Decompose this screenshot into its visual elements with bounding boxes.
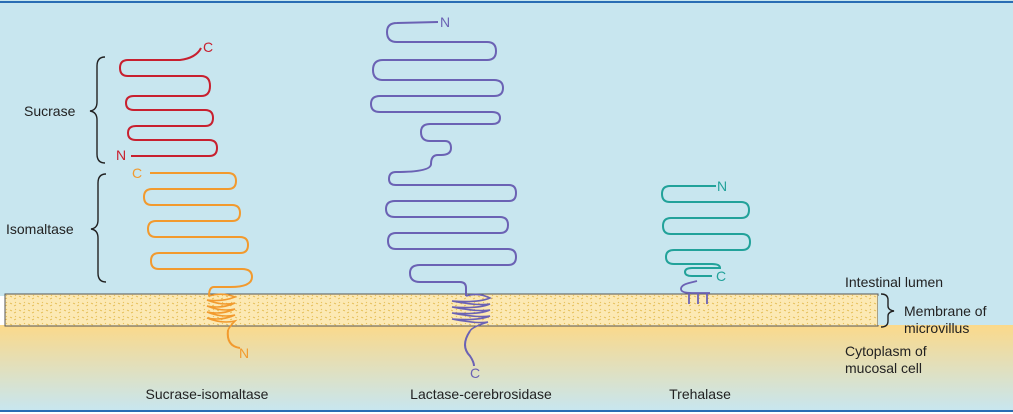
- trehalase-n-terminus: N: [717, 178, 727, 194]
- isomaltase-cytoplasmic-tail: [226, 329, 241, 349]
- cytoplasm-region: [0, 325, 1013, 410]
- membrane-label-line2: microvillus: [904, 320, 969, 336]
- cytoplasm-label-line2: mucosal cell: [845, 360, 922, 376]
- membrane-brace: [880, 293, 895, 328]
- isomaltase-brace: [90, 173, 107, 283]
- sucrase-brace: [89, 56, 106, 164]
- trehalase-chain: [660, 185, 752, 277]
- enzyme-name-sucrase-isomaltase: Sucrase-isomaltase: [146, 386, 269, 402]
- lactase-chain: [369, 21, 518, 296]
- lactase-c-terminus: C: [470, 365, 480, 381]
- isomaltase-c-terminus: C: [132, 165, 142, 181]
- intestinal-lumen-label: Intestinal lumen: [845, 274, 943, 290]
- sucrase-label: Sucrase: [24, 103, 76, 119]
- sucrase-c-terminus: C: [203, 39, 213, 55]
- membrane-label-line1: Membrane of: [904, 303, 987, 319]
- lactase-membrane-helix: [451, 293, 492, 332]
- sucrase-chain: [118, 47, 219, 157]
- microvillus-membrane: [4, 293, 879, 327]
- isomaltase-chain: [142, 172, 254, 297]
- isomaltase-n-terminus: N: [239, 345, 249, 361]
- enzyme-name-trehalase: Trehalase: [669, 386, 731, 402]
- membrane-right-fill: [878, 296, 1013, 325]
- isomaltase-label: Isomaltase: [6, 221, 74, 237]
- isomaltase-membrane-helix: [206, 293, 238, 331]
- lactase-n-terminus: N: [440, 14, 450, 30]
- sucrase-n-terminus: N: [116, 147, 126, 163]
- enzyme-name-lactase-cerebrosidase: Lactase-cerebrosidase: [410, 386, 552, 402]
- lactase-cytoplasmic-tail: [464, 330, 475, 367]
- trehalase-gpi-anchor: [680, 280, 710, 304]
- trehalase-c-terminus: C: [716, 268, 726, 284]
- intestinal-lumen-region: [0, 0, 1013, 296]
- cytoplasm-label-line1: Cytoplasm of: [845, 343, 927, 359]
